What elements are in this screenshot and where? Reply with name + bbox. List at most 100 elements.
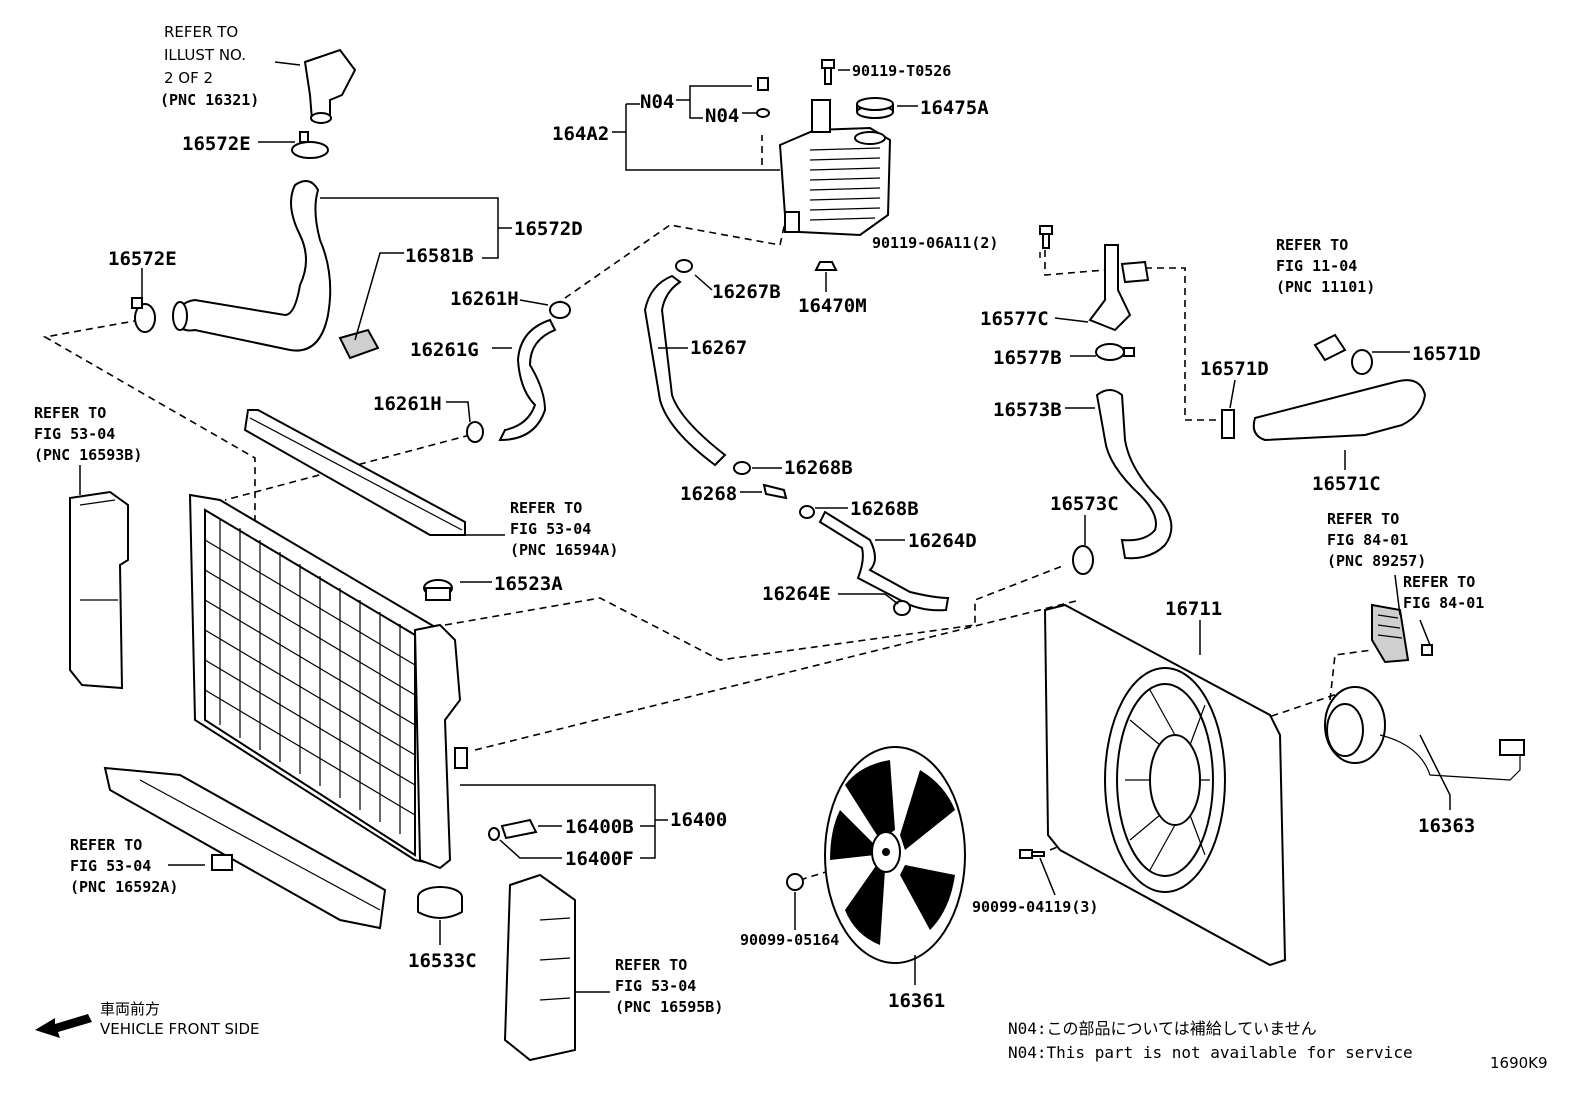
label-16267B: 16267B: [712, 281, 781, 303]
label-16261H-bottom: 16261H: [373, 393, 442, 415]
clamp-16581B: [338, 328, 380, 360]
label-16261H-top: 16261H: [450, 288, 519, 310]
fan-shroud-16711: [1043, 603, 1287, 967]
svg-text:ILLUST NO.: ILLUST NO.: [164, 46, 246, 64]
refer-r3: REFER TO FIG 53-04 (PNC 16594A): [510, 499, 618, 559]
svg-text:REFER TO: REFER TO: [1327, 510, 1399, 528]
side-seal-16593B: [69, 490, 129, 690]
radiator-assembly-16400: [188, 493, 468, 870]
radiator-support-upper: [243, 409, 466, 536]
svg-text:2 OF 2: 2 OF 2: [164, 69, 213, 87]
refer-r1: REFER TO ILLUST NO. 2 OF 2 (PNC 16321): [160, 23, 259, 109]
svg-text:(PNC 16594A): (PNC 16594A): [510, 541, 618, 559]
clamp-16268B-lower: [799, 505, 815, 519]
label-16572D: 16572D: [514, 218, 583, 240]
hose-16571C: [1252, 379, 1427, 442]
note-jp: N04:この部品については補給していません: [1008, 1019, 1317, 1038]
refer-r2: REFER TO FIG 53-04 (PNC 16593B): [34, 404, 142, 464]
vehicle-front-arrow: [35, 1014, 92, 1038]
label-16572E-left: 16572E: [108, 248, 177, 270]
nut-90099-05164: [786, 873, 804, 891]
hose-16267: [643, 274, 727, 467]
vehicle-front-jp: 車両前方: [100, 1000, 160, 1018]
hose-16264D: [818, 510, 950, 612]
upper-hose-16572D: [172, 180, 332, 352]
label-16400B: 16400B: [565, 816, 634, 838]
label-16573C: 16573C: [1050, 493, 1119, 515]
label-16571D-right: 16571D: [1412, 343, 1481, 365]
svg-text:REFER TO: REFER TO: [1403, 573, 1475, 591]
svg-text:(PNC 16595B): (PNC 16595B): [615, 998, 723, 1016]
fan-controller-89257: [1371, 603, 1410, 664]
fitting-16268: [762, 483, 788, 500]
label-16268B-lower: 16268B: [850, 498, 919, 520]
clamp-16261H-upper: [549, 301, 571, 319]
svg-text:FIG 53-04: FIG 53-04: [615, 977, 696, 995]
clamp-16571D-left: [1221, 409, 1235, 439]
svg-text:REFER TO: REFER TO: [34, 404, 106, 422]
svg-text:REFER TO: REFER TO: [510, 499, 582, 517]
clamp-16572E-top: [291, 131, 329, 159]
svg-text:REFER TO: REFER TO: [164, 23, 238, 41]
side-seal-16595B: [503, 873, 576, 1062]
screw-90099-04119: [1019, 849, 1045, 859]
label-90119-T0526: 90119-T0526: [852, 62, 951, 80]
label-16363: 16363: [1418, 815, 1475, 837]
refer-r5: REFER TO FIG 84-01 (PNC 89257): [1327, 510, 1426, 570]
svg-text:(PNC 16592A): (PNC 16592A): [70, 878, 178, 896]
label-16523A: 16523A: [494, 573, 563, 595]
label-16577B: 16577B: [993, 347, 1062, 369]
fan-16361: [824, 746, 966, 964]
svg-text:FIG 53-04: FIG 53-04: [510, 520, 591, 538]
clamp-16572E-left: [131, 297, 156, 333]
label-16400: 16400: [670, 809, 727, 831]
label-16711: 16711: [1165, 598, 1222, 620]
water-outlet-16321: [303, 48, 357, 124]
o-ring-16400F: [488, 827, 500, 841]
svg-text:FIG 84-01: FIG 84-01: [1403, 594, 1484, 612]
label-90119-06A11: 90119-06A11(2): [872, 234, 998, 252]
drain-cock-16400B: [500, 818, 538, 840]
svg-text:(PNC 16321): (PNC 16321): [160, 91, 259, 109]
label-16470M: 16470M: [798, 295, 867, 317]
svg-text:REFER TO: REFER TO: [1276, 236, 1348, 254]
clamp-16573C: [1072, 545, 1094, 575]
clamp-16577B: [1095, 343, 1135, 361]
svg-text:FIG 84-01: FIG 84-01: [1327, 531, 1408, 549]
svg-text:(PNC 89257): (PNC 89257): [1327, 552, 1426, 570]
label-164A2: 164A2: [552, 123, 609, 145]
label-N04-inner: N04: [705, 105, 739, 127]
leader-lines: [79, 61, 1451, 993]
clamp-16267B: [675, 259, 693, 273]
svg-text:REFER TO: REFER TO: [615, 956, 687, 974]
svg-text:(PNC 11101): (PNC 11101): [1276, 278, 1375, 296]
label-16267: 16267: [690, 337, 747, 359]
pipe-11101: [1313, 333, 1347, 362]
label-16268B-upper: 16268B: [784, 457, 853, 479]
bolt-90119-T0526: [821, 59, 835, 85]
svg-text:REFER TO: REFER TO: [70, 836, 142, 854]
label-16264D: 16264D: [908, 530, 977, 552]
plug-N04: [756, 77, 770, 118]
clamp-16268B-upper: [733, 461, 751, 475]
clamp-16261H-lower: [466, 421, 484, 443]
svg-text:FIG 53-04: FIG 53-04: [70, 857, 151, 875]
label-90099-04119: 90099-04119(3): [972, 898, 1098, 916]
label-16475A: 16475A: [920, 97, 989, 119]
plug-16523A: [423, 579, 453, 601]
hose-16261G: [498, 318, 557, 442]
label-16264E: 16264E: [762, 583, 831, 605]
note-en: N04:This part is not available for servi…: [1008, 1043, 1413, 1062]
refer-r7: REFER TO FIG 53-04 (PNC 16592A): [70, 836, 178, 896]
svg-text:FIG 11-04: FIG 11-04: [1276, 257, 1357, 275]
radiator-support-lower: [103, 766, 387, 930]
bolt-controller: [1421, 644, 1433, 656]
clamp-16571D-right: [1351, 349, 1373, 375]
cap-16475A: [856, 97, 894, 119]
label-16261G: 16261G: [410, 339, 479, 361]
cap-16533C: [417, 886, 463, 919]
bolt-90119-06A11: [1039, 225, 1053, 249]
illustration-code: 1690K9: [1490, 1054, 1548, 1072]
refer-r8: REFER TO FIG 53-04 (PNC 16595B): [615, 956, 723, 1016]
